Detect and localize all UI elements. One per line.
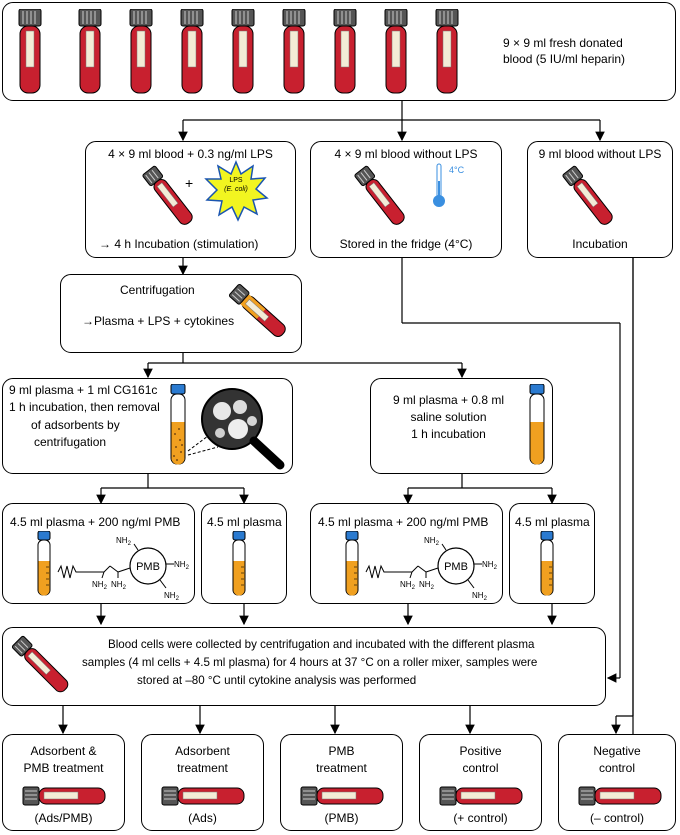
horizontal-blood-tube-icon (439, 786, 523, 806)
result-box (280, 734, 403, 831)
saline-line-1: 9 ml plasma + 0.8 ml (392, 393, 505, 407)
result-tag: (+ control) (453, 811, 508, 825)
amine-label: NH2 (174, 560, 190, 571)
pmb-label: PMB (136, 561, 160, 573)
blood-tube-icon (354, 165, 405, 225)
plasma-tube-icon (345, 531, 359, 596)
result-box (141, 734, 264, 831)
horizontal-blood-tube-icon (300, 786, 384, 806)
result-title-line-2: PMB treatment (23, 761, 104, 775)
blood-tube-icon (18, 9, 42, 94)
amine-label: NH2 (482, 560, 498, 571)
fridge-box-title: 4 × 9 ml blood without LPS (334, 147, 478, 161)
lps-incubation-label: → 4 h Incubation (stimulation) (99, 237, 259, 251)
blood-tube-icon (282, 9, 306, 94)
fridge-temperature-label: 4°C (449, 165, 465, 175)
amine-label: NH2 (472, 591, 488, 600)
magnifier-icon (187, 388, 285, 470)
lps-burst-source: (E. coli) (224, 186, 248, 193)
result-title-line-1: Positive (459, 744, 502, 758)
blood-tube-icon (142, 165, 193, 225)
lps-box-title: 4 × 9 ml blood + 0.3 ng/ml LPS (108, 147, 273, 161)
amine-label: NH2 (111, 580, 127, 591)
plasma-tube-icon (37, 531, 51, 596)
donated-blood-heparin-label: blood (5 IU/ml heparin) (503, 52, 626, 66)
adsorbent-line-1: 9 ml plasma + 1 ml CG161c (9, 383, 158, 397)
result-tag: (– control) (589, 811, 645, 825)
result-box (2, 734, 125, 831)
pmb-label: PMB (444, 561, 468, 573)
adsorbent-line-2: 1 h incubation, then removal (9, 400, 160, 414)
plasma-tube-icon (529, 384, 545, 465)
fridge-storage-box (310, 141, 502, 258)
blood-tube-icon (333, 9, 357, 94)
result-title-line-2: treatment (316, 761, 367, 775)
blood-tube-icon (129, 9, 153, 94)
cell-incubation-line-1: Blood cells were collected by centrifuga… (108, 638, 535, 651)
cell-incubation-line-3: stored at –80 °C until cytokine analysis… (137, 674, 417, 687)
fridge-storage-label: Stored in the fridge (4°C) (339, 237, 473, 251)
plasma-box-left-title: 4.5 ml plasma (207, 515, 282, 529)
blood-tube-icon (562, 165, 613, 225)
result-tag: (Ads/PMB) (34, 811, 93, 825)
blood-tube-icon (180, 9, 204, 94)
amine-label: NH2 (116, 536, 132, 547)
adsorbent-line-4: centrifugation (34, 435, 107, 449)
result-title-line-1: Adsorbent & (30, 744, 97, 758)
lps-plus-sign: + (185, 175, 194, 191)
result-title-line-1: Negative (593, 744, 641, 758)
donated-blood-label: 9 × 9 ml fresh donated (503, 36, 623, 50)
result-box (419, 734, 542, 831)
amine-label: NH2 (424, 536, 440, 547)
thermometer-icon (433, 163, 445, 207)
pmb-box-right-title: 4.5 ml plasma + 200 ng/ml PMB (318, 515, 489, 529)
amine-label: NH2 (92, 580, 108, 591)
incubation-label: Incubation (572, 237, 628, 251)
saline-line-2: saline solution (410, 410, 487, 424)
result-tag: (Ads) (188, 811, 217, 825)
amine-label: NH2 (419, 580, 435, 591)
plasma-tube-icon (232, 531, 246, 596)
incubation-box-title: 9 ml blood without LPS (538, 147, 662, 161)
plasma-box-right-title: 4.5 ml plasma (515, 515, 590, 529)
separated-blood-tube-icon (228, 283, 286, 337)
horizontal-blood-tube-icon (22, 786, 106, 806)
adsorbent-tube-icon (170, 384, 186, 465)
pmb-box-left-title: 4.5 ml plasma + 200 ng/ml PMB (10, 515, 181, 529)
cell-incubation-box (2, 627, 606, 706)
horizontal-blood-tube-icon (161, 786, 245, 806)
result-box (558, 734, 676, 831)
lps-burst-icon (204, 160, 269, 222)
centrifugation-result: →Plasma + LPS + cytokines (82, 314, 235, 328)
pmb-box-right (310, 503, 503, 604)
pmb-box-left (2, 503, 195, 604)
result-title-line-1: PMB (328, 744, 355, 758)
saline-box (370, 378, 553, 474)
amine-label: NH2 (164, 591, 180, 600)
plasma-tube-icon (540, 531, 554, 596)
blood-tube-icon (78, 9, 102, 94)
result-title-line-2: control (598, 761, 636, 775)
lps-burst-label: LPS (229, 177, 243, 184)
centrifugation-title: Centrifugation (120, 283, 195, 297)
blood-tube-icon (435, 9, 459, 94)
blood-tube-icon (384, 9, 408, 94)
result-title-line-2: control (462, 761, 499, 775)
result-tag: (PMB) (324, 811, 359, 825)
horizontal-blood-tube-icon (578, 786, 662, 806)
adsorbent-line-3: of adsorbents by (31, 418, 120, 432)
result-title-line-1: Adsorbent (175, 744, 230, 758)
blood-tube-icon (11, 635, 69, 693)
result-title-line-2: treatment (177, 761, 228, 775)
flow-arrows (58, 101, 634, 797)
saline-line-3: 1 h incubation (411, 427, 486, 441)
cell-incubation-line-2: samples (4 ml cells + 4.5 ml plasma) for… (82, 656, 538, 669)
blood-tube-icon (231, 9, 255, 94)
amine-label: NH2 (400, 580, 416, 591)
